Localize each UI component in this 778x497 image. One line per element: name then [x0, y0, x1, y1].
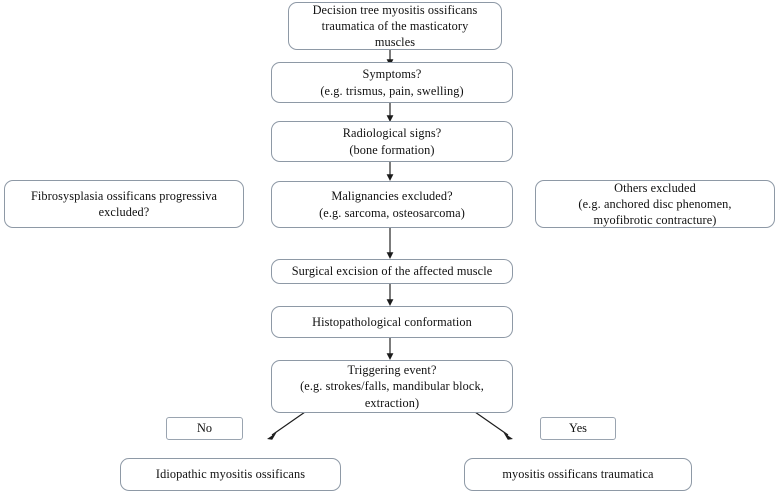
- node-fibrosysplasia-excluded-label: Fibrosysplasia ossificans progressiva ex…: [30, 188, 218, 219]
- node-surgical-excision[interactable]: Surgical excision of the affected muscle: [271, 259, 513, 284]
- node-others-excluded-label: Others excluded (e.g. anchored disc phen…: [578, 180, 732, 228]
- node-fibrosysplasia-excluded[interactable]: Fibrosysplasia ossificans progressiva ex…: [4, 180, 244, 228]
- node-root[interactable]: Decision tree myositis ossificans trauma…: [288, 2, 502, 50]
- branch-label-no-text: No: [196, 421, 213, 435]
- connector-surgical-to-histopathological: [386, 284, 394, 306]
- connector-triggering-to-traumatica: [474, 411, 513, 440]
- connector-malignancies-to-surgical: [386, 228, 394, 259]
- node-idiopathic-myositis-ossificans-label: Idiopathic myositis ossificans: [155, 467, 306, 482]
- node-surgical-excision-label: Surgical excision of the affected muscle: [291, 264, 493, 279]
- branch-label-no[interactable]: No: [166, 417, 243, 440]
- node-myositis-ossificans-traumatica[interactable]: myositis ossificans traumatica: [464, 458, 692, 491]
- node-root-label: Decision tree myositis ossificans trauma…: [312, 2, 478, 50]
- branch-label-yes-text: Yes: [569, 421, 587, 435]
- node-malignancies-excluded[interactable]: Malignancies excluded? (e.g. sarcoma, os…: [271, 181, 513, 228]
- connector-histopathological-to-triggering: [386, 338, 394, 360]
- branch-label-yes[interactable]: Yes: [540, 417, 616, 440]
- node-triggering-event[interactable]: Triggering event? (e.g. strokes/falls, m…: [271, 360, 513, 413]
- node-idiopathic-myositis-ossificans[interactable]: Idiopathic myositis ossificans: [120, 458, 341, 491]
- node-symptoms[interactable]: Symptoms? (e.g. trismus, pain, swelling): [271, 62, 513, 103]
- node-histopathological-conformation[interactable]: Histopathological conformation: [271, 306, 513, 338]
- connector-symptoms-to-radiological: [386, 103, 394, 122]
- node-radiological-signs-label: Radiological signs? (bone formation): [342, 126, 442, 157]
- node-histopathological-conformation-label: Histopathological conformation: [312, 314, 472, 329]
- node-myositis-ossificans-traumatica-label: myositis ossificans traumatica: [502, 467, 654, 482]
- connector-radiological-to-malignancies: [386, 162, 394, 181]
- node-malignancies-excluded-label: Malignancies excluded? (e.g. sarcoma, os…: [319, 189, 465, 220]
- node-symptoms-label: Symptoms? (e.g. trismus, pain, swelling): [320, 67, 464, 98]
- node-others-excluded[interactable]: Others excluded (e.g. anchored disc phen…: [535, 180, 775, 228]
- node-radiological-signs[interactable]: Radiological signs? (bone formation): [271, 121, 513, 162]
- node-triggering-event-label: Triggering event? (e.g. strokes/falls, m…: [300, 363, 484, 410]
- connector-triggering-to-idiopathic: [267, 411, 306, 440]
